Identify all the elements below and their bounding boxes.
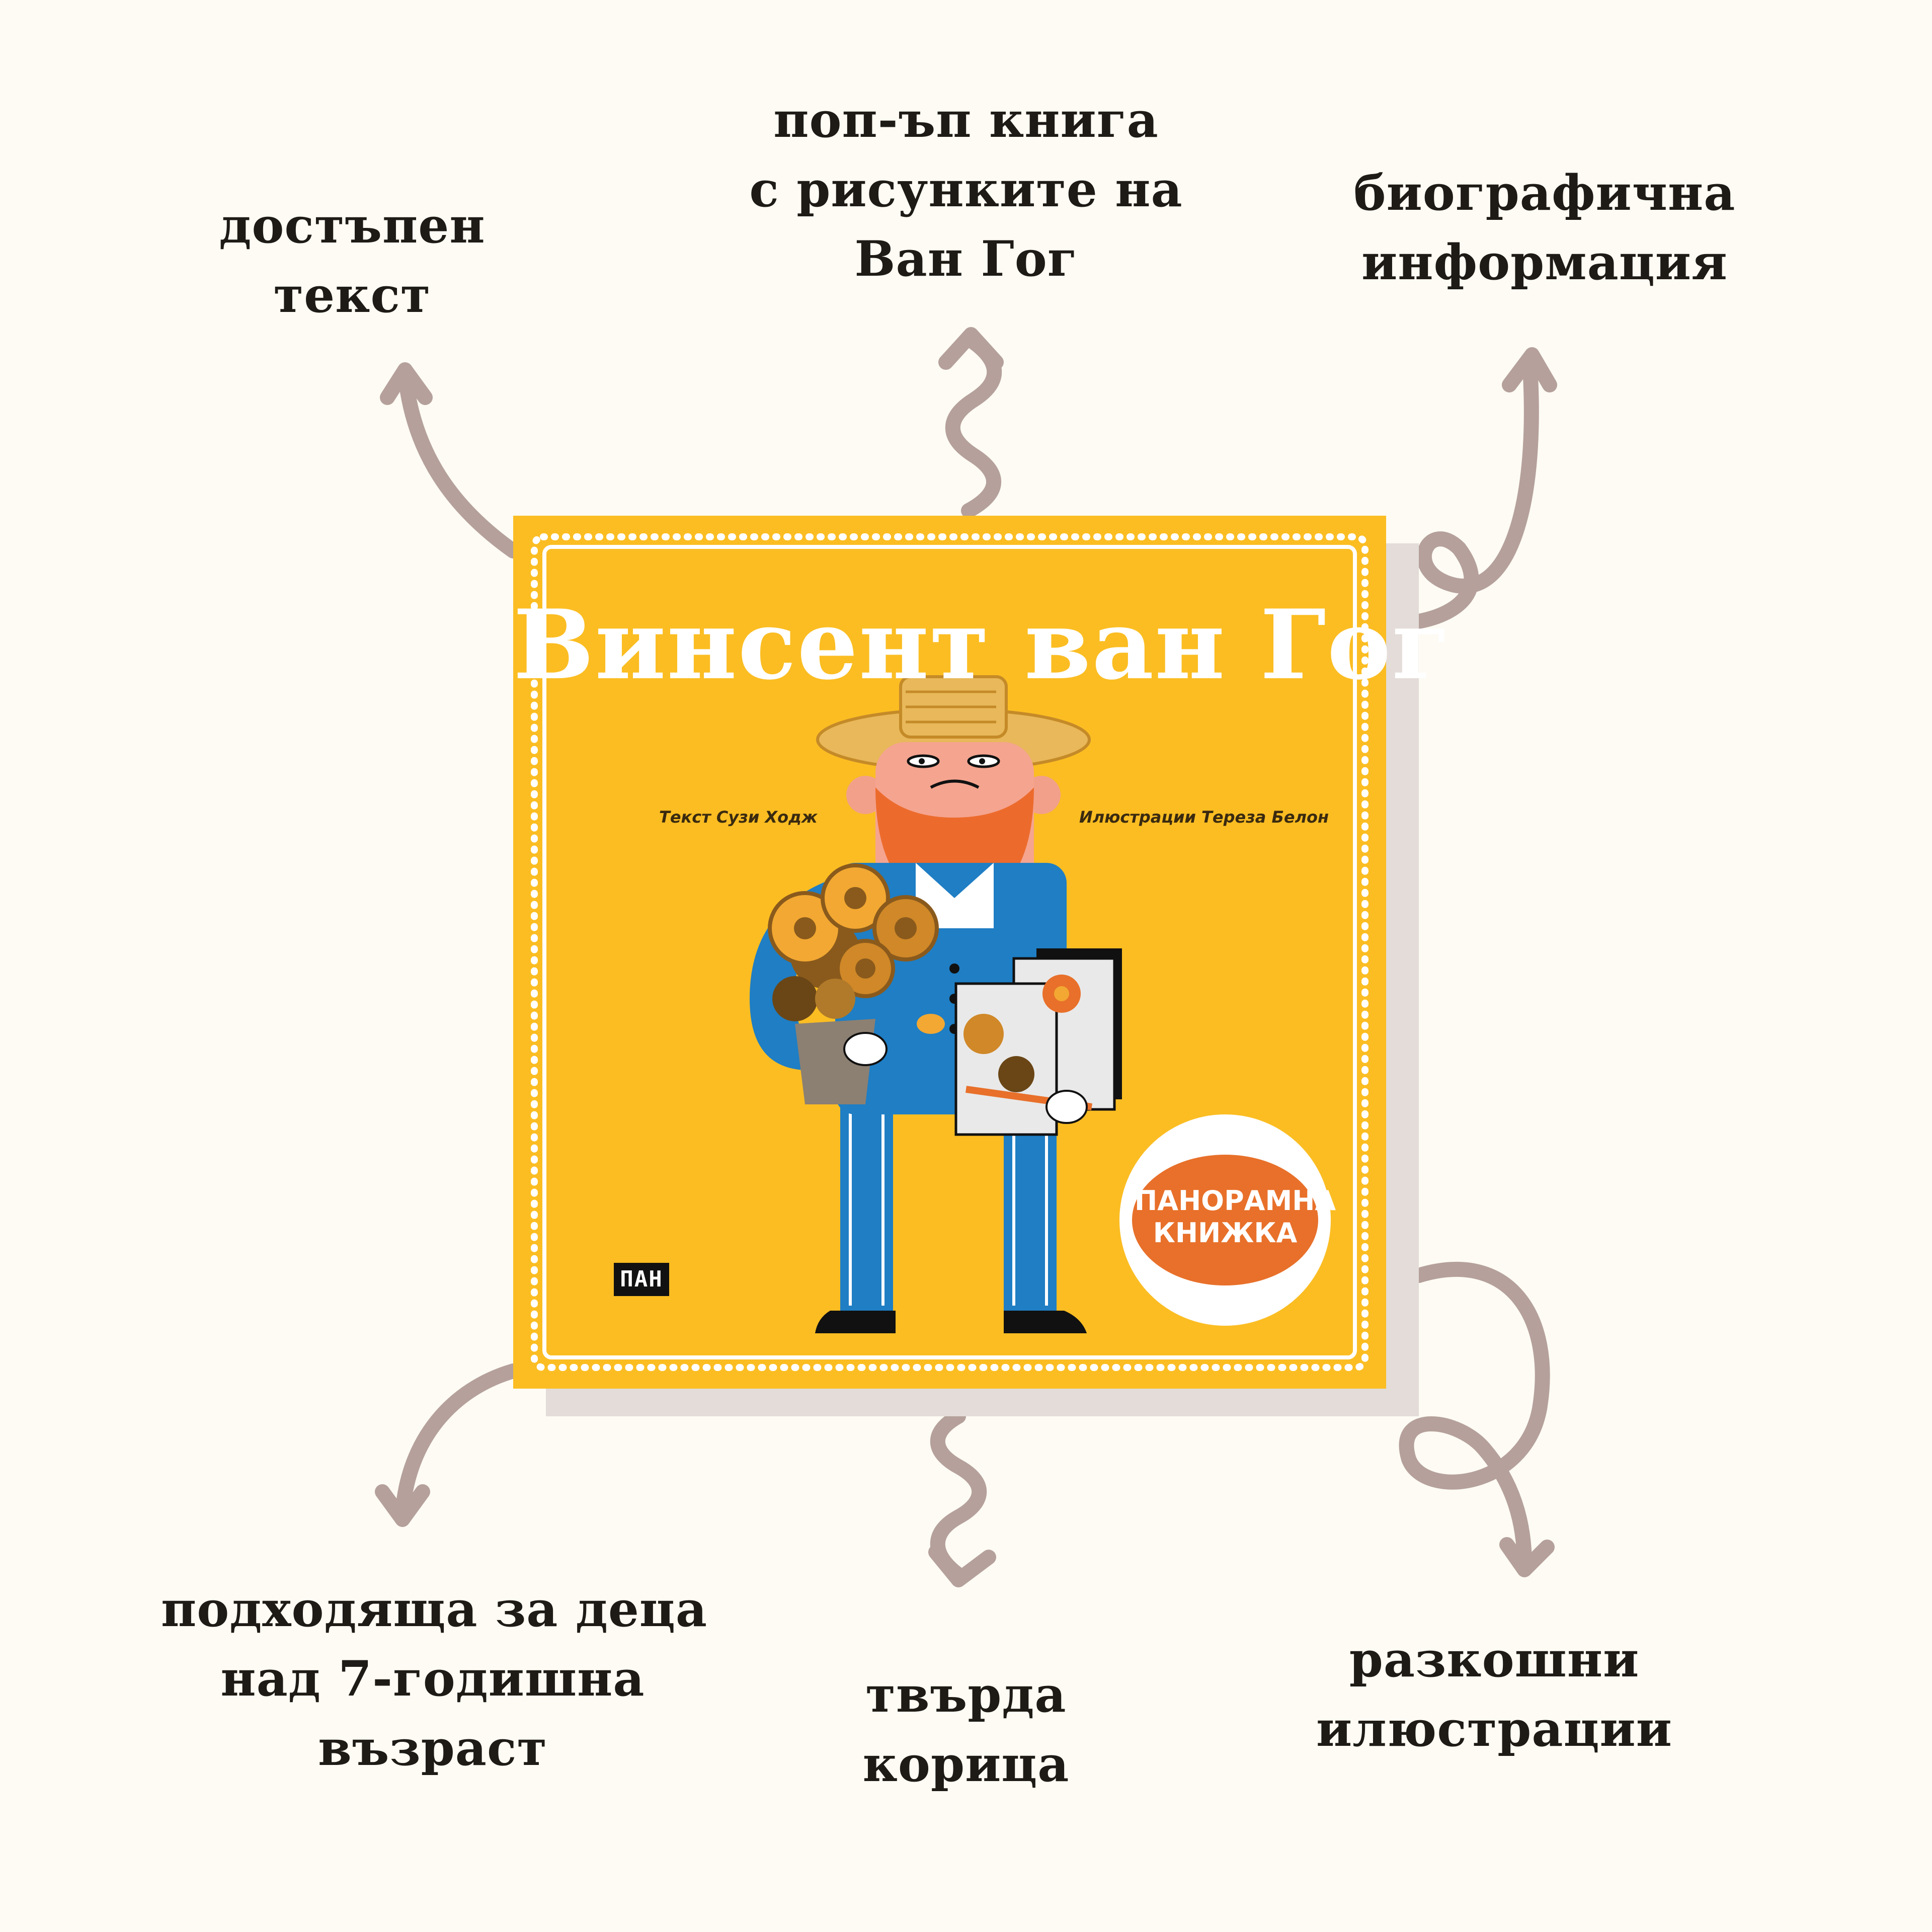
- feature-accessible-text: достъпен текст: [219, 197, 486, 324]
- illustration-credit: Илюстрации Тереза Белон: [1079, 808, 1329, 827]
- sketchbook: [954, 948, 1122, 1136]
- arrow-bottom-right: [1399, 1262, 1550, 1572]
- panoramic-badge: [1119, 1114, 1331, 1326]
- arrow-top-center: [945, 335, 1002, 518]
- feature-illustrations: разкошни илюстрации: [1316, 1631, 1672, 1757]
- book-cover: Винсент ван Гог Текст Сузи Ходж Илюстрац…: [513, 516, 1452, 1389]
- arrow-top-left: [397, 365, 521, 558]
- badge-label: ПАНОРАМНА КНИЖКА: [1135, 1185, 1336, 1249]
- feature-hardcover: твърда корица: [862, 1666, 1070, 1793]
- text-credit: Текст Сузи Ходж: [659, 808, 818, 827]
- publisher-logo: ПАН: [614, 1263, 669, 1296]
- feature-popup-book: поп-ъп книга с рисунките на Ван Гог: [749, 92, 1183, 287]
- sunflowers: [768, 863, 939, 1021]
- arrow-top-right: [1411, 352, 1539, 629]
- arrow-bottom-left: [395, 1363, 521, 1522]
- feature-age-suitability: подходяща за деца над 7-годишна възраст: [161, 1581, 708, 1777]
- feature-biographical-info: биографична информация: [1353, 165, 1736, 291]
- cover-illustration: [531, 533, 1369, 1371]
- cover-title: Винсент ван Гог: [513, 589, 1452, 701]
